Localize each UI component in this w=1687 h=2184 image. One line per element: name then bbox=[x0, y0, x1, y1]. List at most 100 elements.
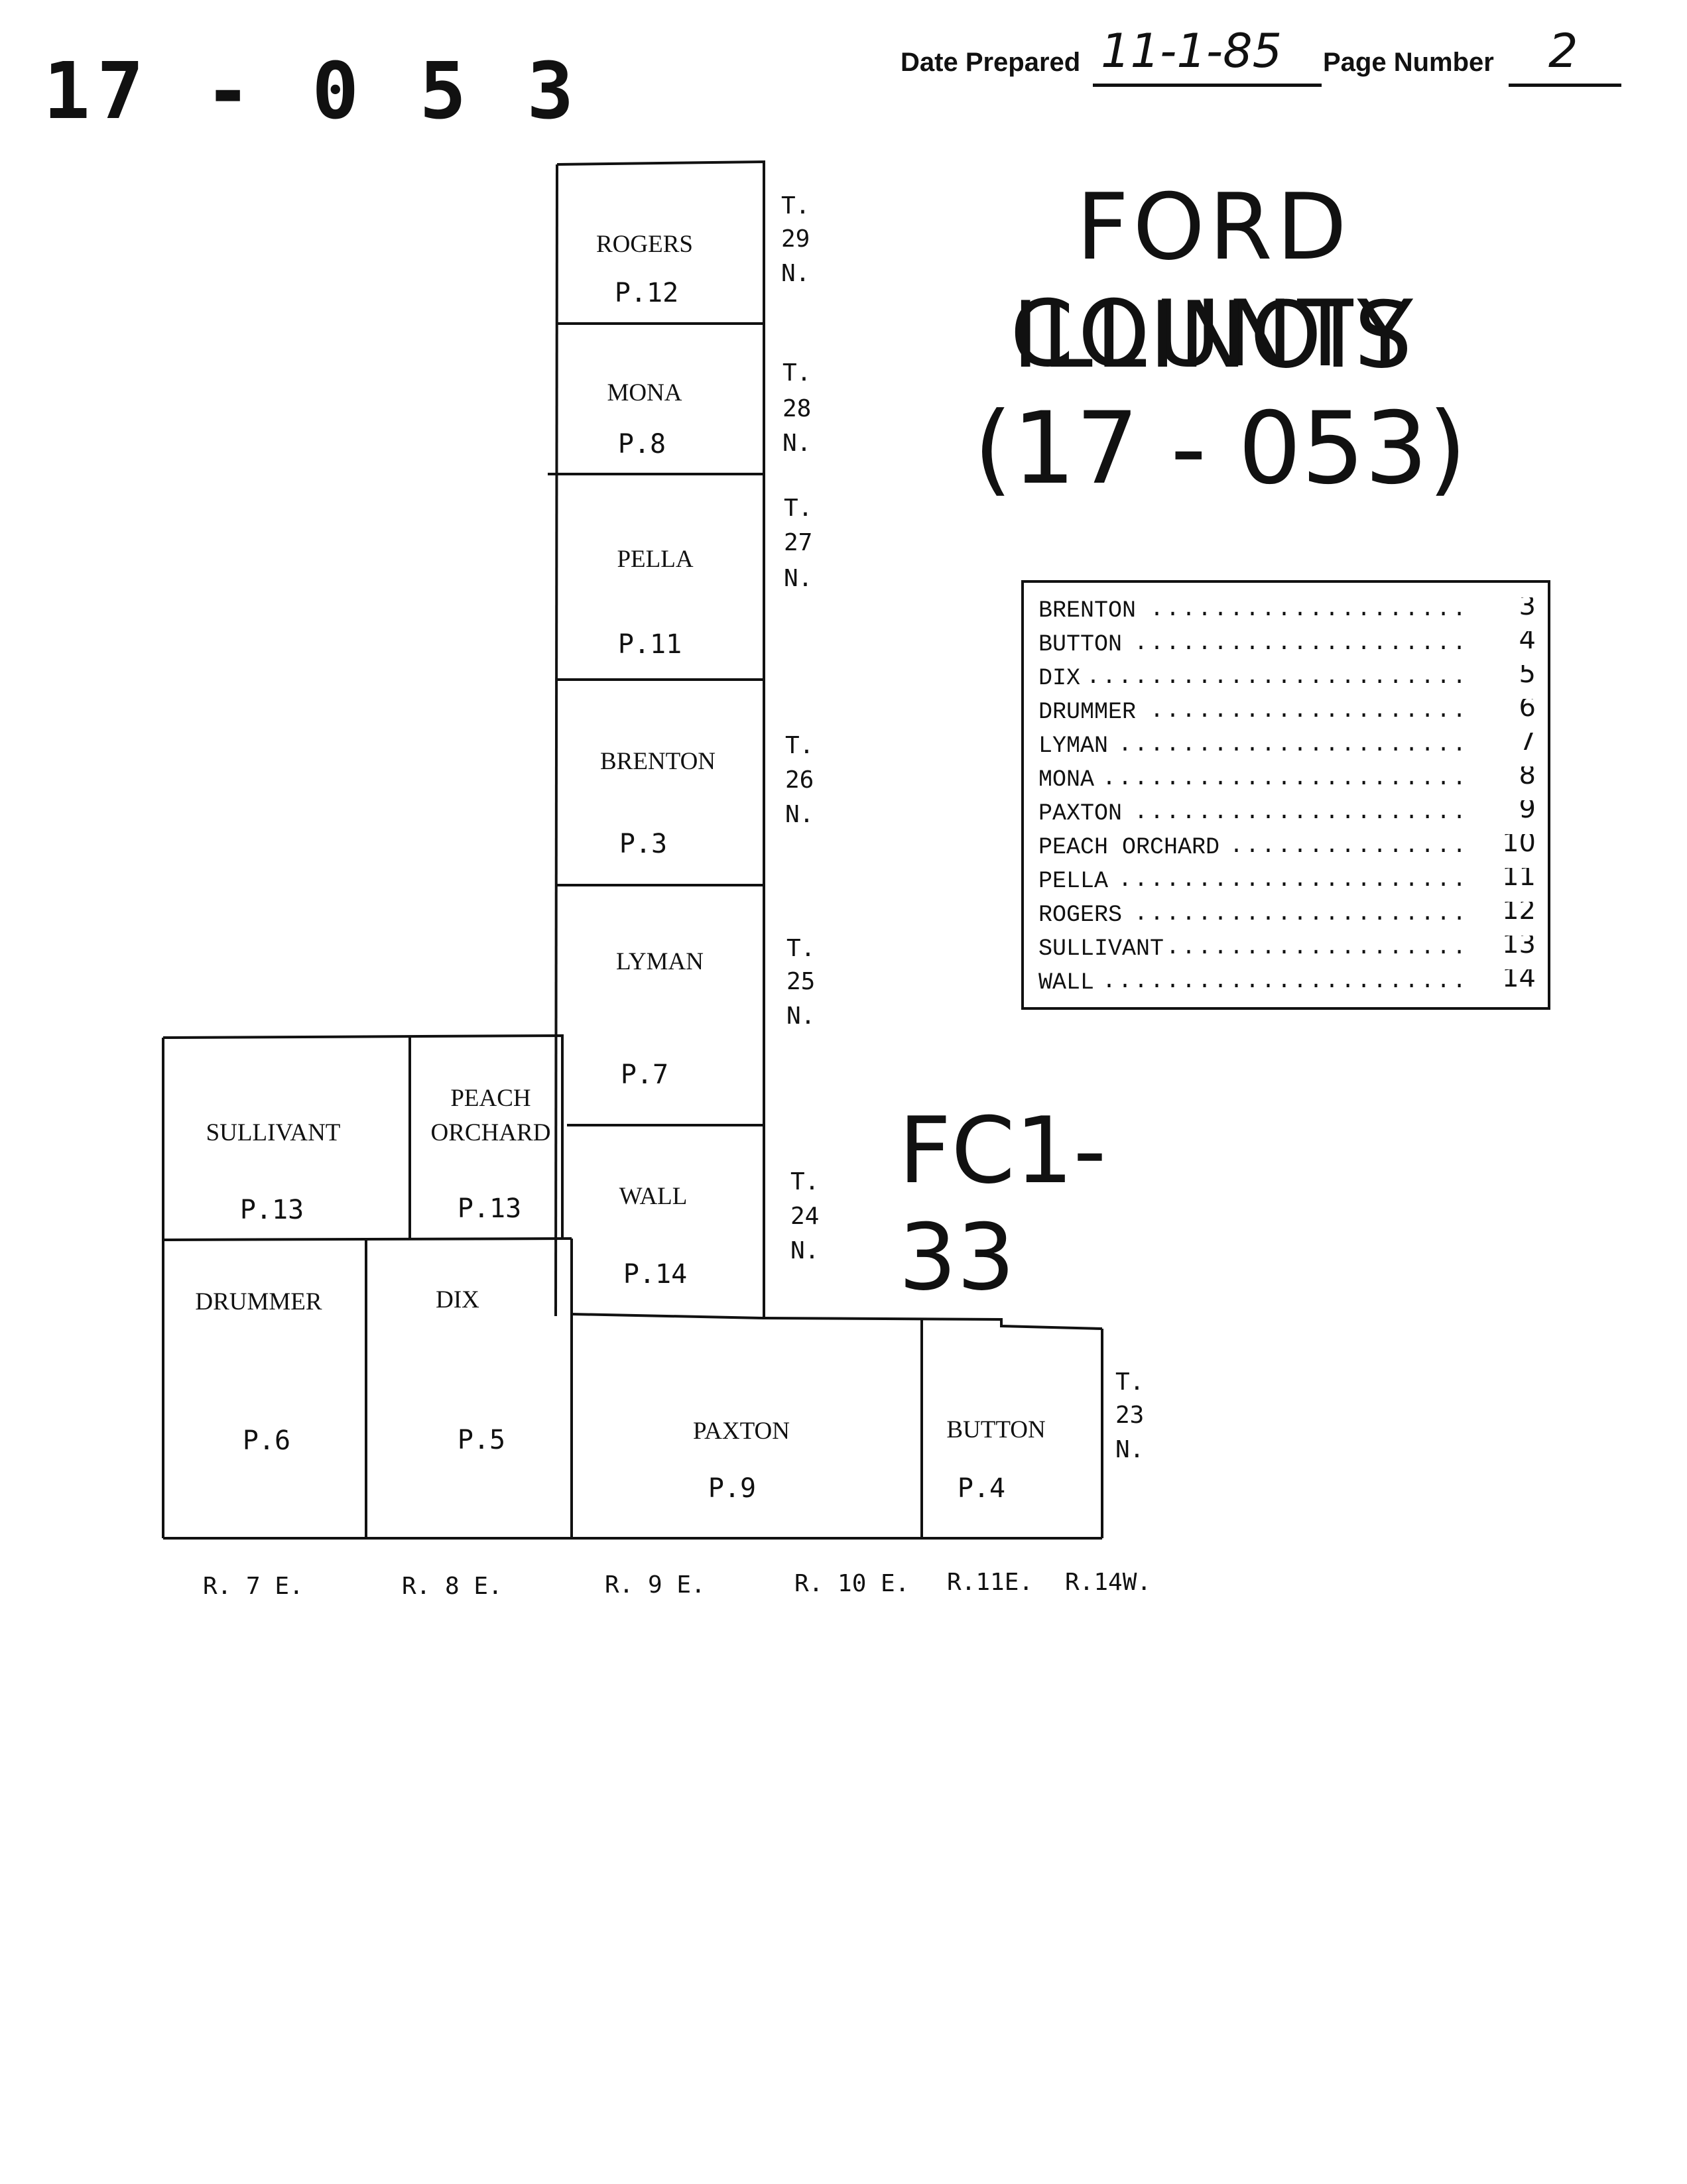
index-township-name: MONA bbox=[1038, 766, 1101, 793]
index-township-name: SULLIVANT bbox=[1038, 936, 1171, 962]
index-township-name: BUTTON bbox=[1038, 631, 1129, 658]
index-page-number: 5 bbox=[1519, 665, 1536, 689]
index-page-number: 9 bbox=[1519, 800, 1536, 824]
tier-label-text: T. bbox=[790, 1168, 819, 1195]
tier-label-text: T. bbox=[784, 495, 812, 522]
range-label-14w: R.14W. bbox=[1065, 1569, 1151, 1596]
tier-label-text: 27 bbox=[784, 529, 812, 556]
tier-label-26: T. 26N. bbox=[785, 732, 814, 828]
tier-label-text: T. bbox=[782, 359, 811, 387]
south-row-top bbox=[571, 1313, 1103, 1330]
range-label-10e: R. 10 E. bbox=[794, 1570, 909, 1597]
document-id: 17 - 0 5 3 bbox=[43, 45, 581, 137]
township-page-rogers: P.12 bbox=[615, 278, 678, 308]
township-index: ........................................… bbox=[1021, 580, 1550, 1010]
tier-label-25: T. 25N. bbox=[786, 935, 815, 1030]
index-row: ........................................… bbox=[1038, 868, 1536, 902]
tier-label-text: 24 bbox=[790, 1203, 819, 1230]
tier-label-24: T. 24N. bbox=[790, 1168, 819, 1264]
index-township-name: PEACH ORCHARD bbox=[1038, 834, 1227, 861]
tier-label-text: N. bbox=[784, 565, 812, 592]
index-page-number: 13 bbox=[1502, 936, 1536, 959]
township-name-paxton: PAXTON bbox=[693, 1418, 790, 1445]
index-row: ........................................… bbox=[1038, 597, 1536, 631]
page-number-underline bbox=[1509, 84, 1621, 87]
range-label-11e: R.11E. bbox=[947, 1569, 1033, 1596]
index-leader-dots: ........................................… bbox=[1038, 766, 1463, 792]
township-name-pella: PELLA bbox=[617, 546, 693, 573]
index-row: ........................................… bbox=[1038, 733, 1536, 766]
tier-label-28: T. 28N. bbox=[782, 359, 811, 457]
index-row: ........................................… bbox=[1038, 766, 1536, 800]
township-name-wall: WALL bbox=[619, 1183, 688, 1210]
township-page-peach-orchard: P.13 bbox=[458, 1193, 521, 1224]
tier-label-text: 26 bbox=[785, 766, 814, 794]
index-page-number: 7 bbox=[1519, 733, 1536, 757]
north-column-boundary bbox=[556, 160, 765, 1319]
index-row: ........................................… bbox=[1038, 631, 1536, 665]
tier-label-29: T. 29N. bbox=[781, 192, 810, 287]
index-township-name: PAXTON bbox=[1038, 800, 1129, 827]
tier-label-text: N. bbox=[781, 260, 810, 287]
index-leader-dots: ........................................… bbox=[1038, 665, 1463, 690]
tier-label-text: T. bbox=[785, 732, 814, 759]
index-page-number: 12 bbox=[1502, 902, 1536, 926]
tier-label-23: T. 23N. bbox=[1115, 1368, 1144, 1463]
range-label-9e: R. 9 E. bbox=[605, 1571, 706, 1599]
township-page-paxton: P.9 bbox=[708, 1473, 756, 1504]
index-page-number: 6 bbox=[1519, 699, 1536, 723]
date-underline bbox=[1093, 84, 1322, 87]
tier-label-text: T. bbox=[781, 192, 810, 219]
index-page-number: 11 bbox=[1502, 868, 1536, 892]
index-township-name: ROGERS bbox=[1038, 902, 1129, 928]
map-code: FC1-33 bbox=[899, 1097, 1107, 1311]
index-row: ........................................… bbox=[1038, 800, 1536, 834]
tier-label-text: N. bbox=[1115, 1436, 1144, 1463]
page-number-value: 2 bbox=[1548, 24, 1578, 78]
tier-label-text: N. bbox=[790, 1237, 819, 1264]
township-name-drummer: DRUMMER bbox=[195, 1288, 322, 1315]
title-state: ILLINOIS bbox=[1012, 282, 1415, 389]
index-township-name: BRENTON bbox=[1038, 597, 1143, 624]
index-row: ........................................… bbox=[1038, 834, 1536, 868]
tier-label-text: N. bbox=[782, 430, 811, 457]
index-row: ........................................… bbox=[1038, 936, 1536, 969]
township-name-brenton: BRENTON bbox=[600, 748, 716, 775]
tier-label-text: 23 bbox=[1115, 1402, 1144, 1429]
tier-label-text: 25 bbox=[786, 968, 815, 995]
township-page-sullivant: P.13 bbox=[240, 1195, 304, 1225]
tier-label-text: 29 bbox=[781, 225, 810, 253]
township-name-mona: MONA bbox=[607, 379, 682, 406]
index-leader-dots: ........................................… bbox=[1038, 969, 1463, 995]
index-row: ........................................… bbox=[1038, 969, 1536, 1003]
index-row: ........................................… bbox=[1038, 902, 1536, 936]
township-name-rogers: ROGERS bbox=[596, 231, 693, 258]
township-page-brenton: P.3 bbox=[619, 829, 667, 859]
date-prepared-label: Date Prepared bbox=[901, 48, 1081, 77]
township-page-drummer: P.6 bbox=[243, 1426, 290, 1456]
tier-label-text: N. bbox=[786, 1002, 815, 1030]
upper-lower-divider bbox=[162, 1237, 572, 1241]
index-township-name: DIX bbox=[1038, 665, 1088, 692]
township-page-mona: P.8 bbox=[618, 429, 666, 459]
tier-label-text: T. bbox=[1115, 1368, 1144, 1396]
tier-label-text: T. bbox=[786, 935, 815, 962]
township-name-lyman: LYMAN bbox=[616, 948, 704, 975]
range-label-8e: R. 8 E. bbox=[402, 1573, 503, 1600]
township-page-pella: P.11 bbox=[618, 629, 682, 660]
index-page-number: 8 bbox=[1519, 766, 1536, 790]
township-page-lyman: P.7 bbox=[621, 1060, 668, 1090]
township-page-dix: P.5 bbox=[458, 1425, 505, 1455]
index-row: ........................................… bbox=[1038, 665, 1536, 699]
tier-label-text: 28 bbox=[782, 395, 811, 422]
township-name-sullivant: SULLIVANT bbox=[206, 1119, 341, 1146]
index-page-number: 10 bbox=[1502, 834, 1536, 858]
tier-label-text: N. bbox=[785, 801, 814, 828]
township-name-button: BUTTON bbox=[946, 1416, 1045, 1443]
index-township-name: WALL bbox=[1038, 969, 1101, 996]
township-page-button: P.4 bbox=[958, 1473, 1005, 1504]
range-label-7e: R. 7 E. bbox=[203, 1573, 304, 1600]
index-page-number: 3 bbox=[1519, 597, 1536, 621]
